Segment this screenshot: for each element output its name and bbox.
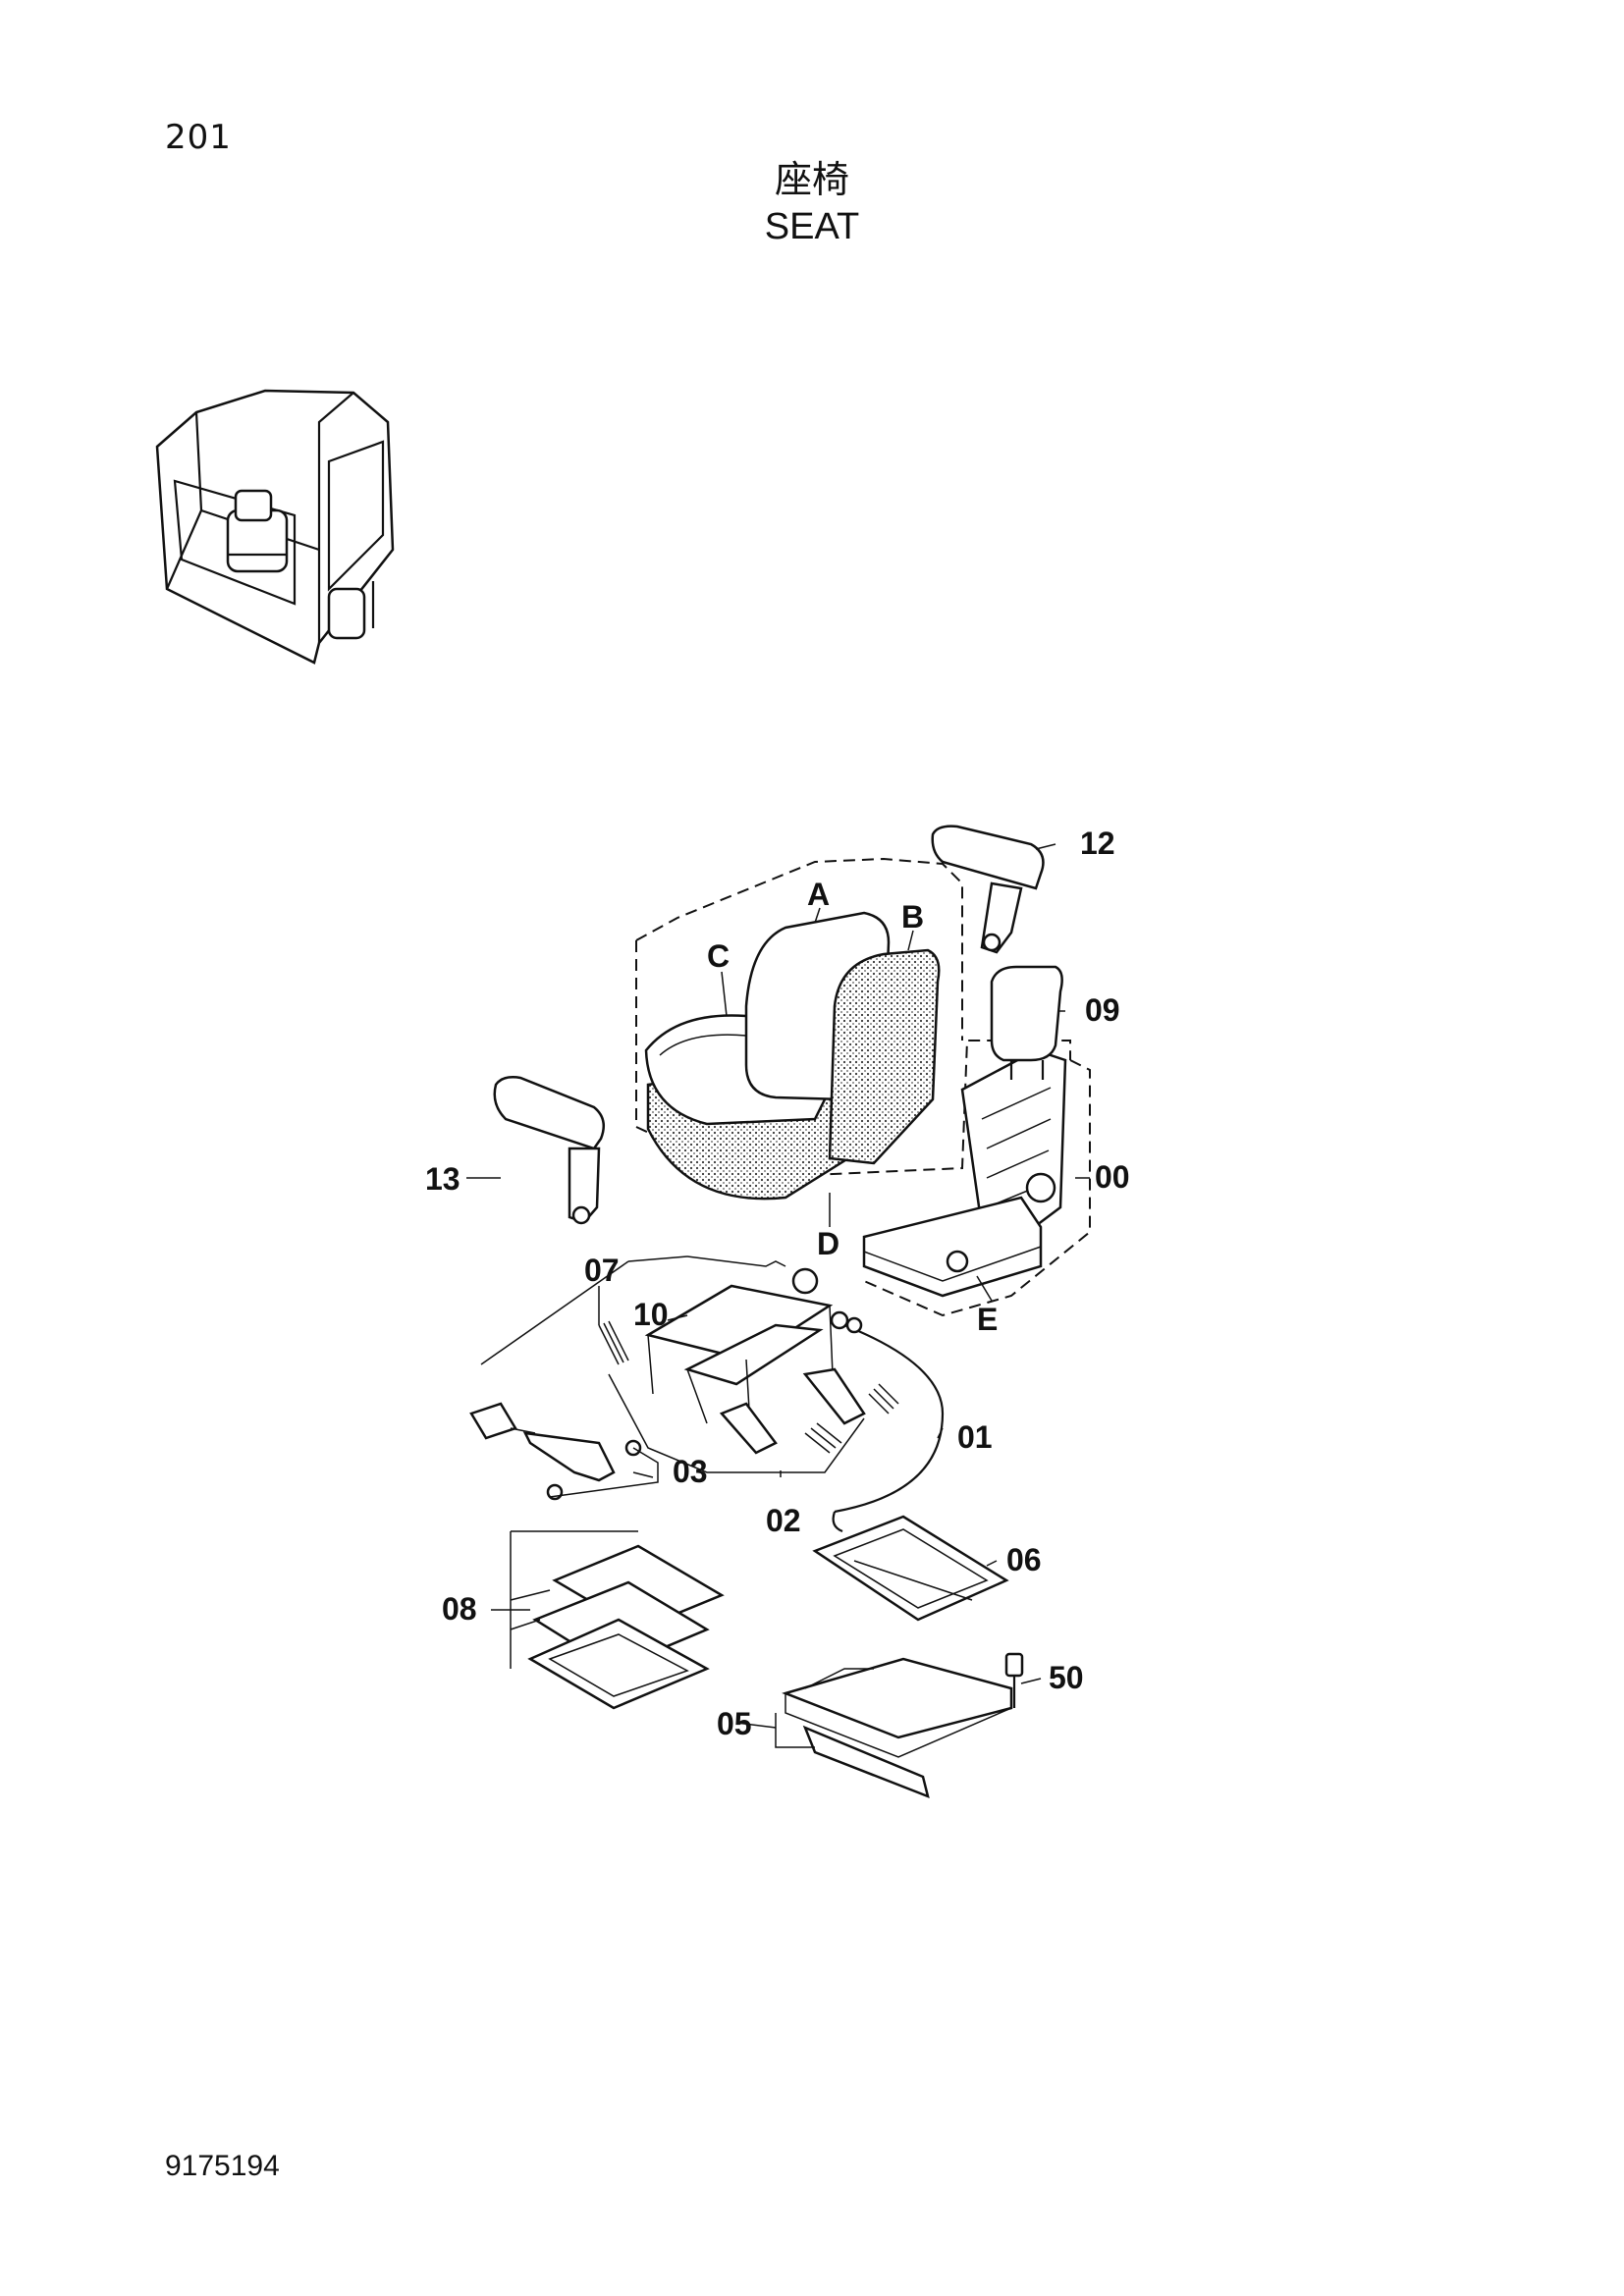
slide-frame-set bbox=[510, 1530, 725, 1710]
height-adjust-lever bbox=[775, 1652, 1024, 1799]
cab-location-icon bbox=[155, 389, 395, 665]
callout-50: 50 bbox=[1049, 1660, 1084, 1695]
callout-07: 07 bbox=[584, 1253, 620, 1288]
callout-03: 03 bbox=[673, 1454, 708, 1489]
callout-05: 05 bbox=[717, 1706, 752, 1741]
callout-06: 06 bbox=[1006, 1542, 1042, 1577]
callout-13: 13 bbox=[425, 1161, 460, 1197]
callout-09: 09 bbox=[1085, 992, 1120, 1028]
seat-frame bbox=[862, 1048, 1091, 1317]
page-number: 201 bbox=[165, 118, 232, 157]
callout-a: A bbox=[807, 877, 830, 912]
armrest-right bbox=[931, 825, 1045, 954]
title-english: SEAT bbox=[764, 206, 860, 247]
armrest-left bbox=[493, 1076, 606, 1225]
callout-12: 12 bbox=[1080, 826, 1115, 861]
callout-e: E bbox=[977, 1302, 998, 1337]
callout-08: 08 bbox=[442, 1591, 477, 1627]
callout-02: 02 bbox=[766, 1503, 801, 1538]
callout-b: B bbox=[901, 899, 924, 934]
leader-lines bbox=[466, 843, 1090, 1729]
headrest bbox=[990, 965, 1063, 1080]
document-number: 9175194 bbox=[165, 2150, 280, 2182]
callout-d: D bbox=[817, 1226, 839, 1261]
callout-10: 10 bbox=[633, 1297, 669, 1332]
suspension-assembly bbox=[469, 1255, 945, 1533]
seat-cushion-group bbox=[635, 857, 1071, 1201]
page-title: 座椅 SEAT bbox=[0, 157, 1624, 251]
slide-rail-plate bbox=[812, 1515, 1009, 1622]
callout-labels: A B C D E 00 12 09 13 07 10 01 03 02 06 … bbox=[425, 826, 1130, 1741]
callout-01: 01 bbox=[957, 1419, 993, 1455]
title-japanese: 座椅 bbox=[774, 158, 849, 201]
callout-c: C bbox=[707, 938, 730, 974]
callout-00: 00 bbox=[1095, 1159, 1130, 1195]
